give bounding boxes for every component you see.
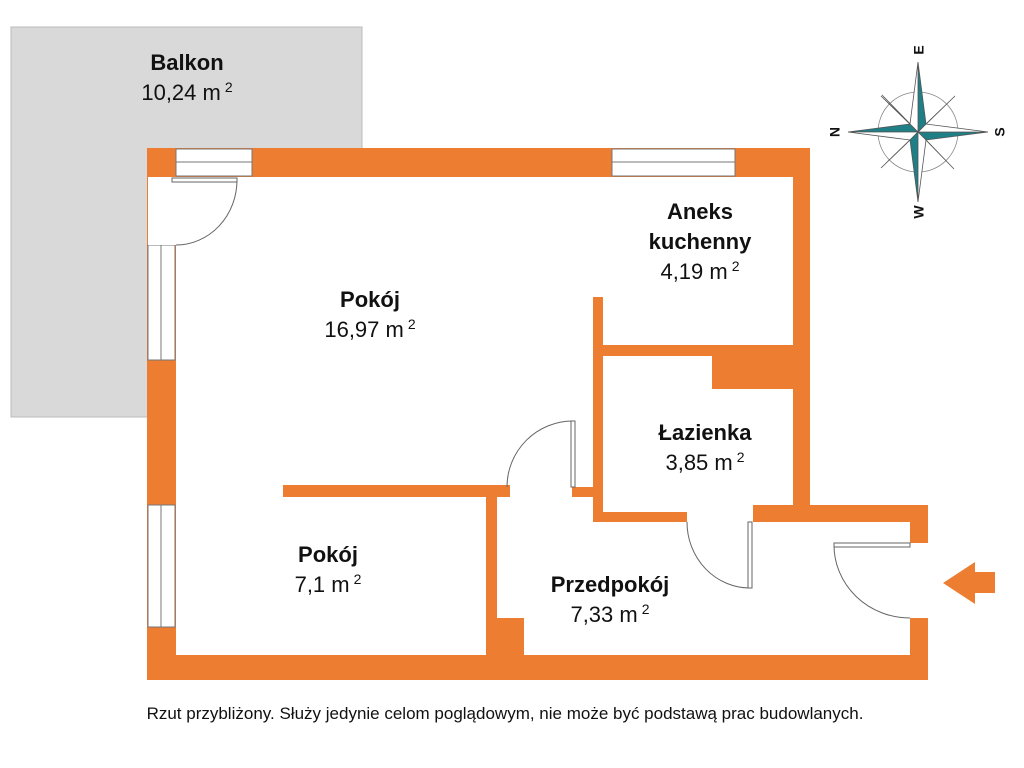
room-name-line1: Aneks (666, 199, 734, 224)
compass-south-label: S (991, 127, 1008, 137)
room-area: 3,85 m (665, 450, 733, 475)
room-area: 7,33 m (570, 602, 638, 627)
room-name: Pokój (340, 287, 400, 312)
room-name: Pokój (298, 542, 358, 567)
room-name: Balkon (150, 50, 224, 75)
compass-rose-icon (847, 61, 989, 203)
area-unit-sup: 2 (407, 316, 416, 332)
compass-east-label: E (910, 45, 927, 55)
compass-north-label: N (827, 126, 844, 138)
disclaimer-text: Rzut przybliżony. Służy jedynie celom po… (146, 704, 864, 723)
room-name: Przedpokój (550, 572, 670, 597)
room-name: Łazienka (658, 420, 752, 445)
compass-west-label: W (910, 205, 927, 219)
room-area: 10,24 m (141, 80, 221, 105)
area-unit-sup: 2 (641, 601, 650, 617)
area-unit-sup: 2 (736, 449, 745, 465)
entrance-arrow-icon (943, 562, 995, 604)
room-area: 4,19 m (660, 259, 728, 284)
room-area: 16,97 m (324, 317, 404, 342)
area-unit-sup: 2 (353, 571, 362, 587)
area-unit-sup: 2 (224, 79, 233, 95)
room-area: 7,1 m (294, 572, 350, 597)
windows (147, 148, 927, 628)
room-name-line2: kuchenny (648, 229, 752, 254)
area-unit-sup: 2 (731, 258, 740, 274)
doors (171, 177, 911, 619)
